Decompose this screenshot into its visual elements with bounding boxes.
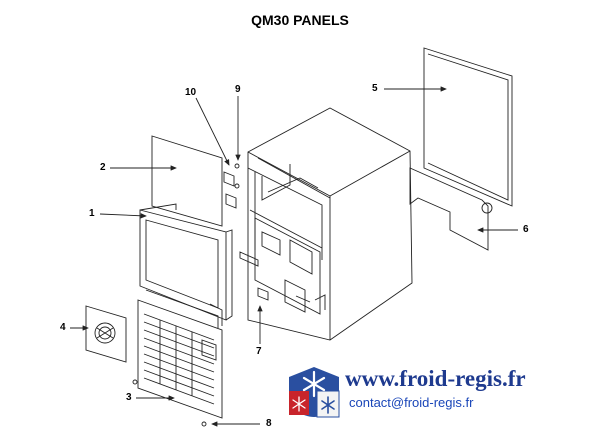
callout-6: 6 (523, 224, 529, 235)
callout-10: 10 (185, 87, 197, 98)
callout-8: 8 (266, 418, 272, 429)
air-filter (85, 305, 127, 363)
website-url: www.froid-regis.fr (345, 366, 526, 391)
contact-email: contact@froid-regis.fr (349, 395, 474, 410)
rear-panel (423, 47, 513, 207)
leader-line-1 (99, 213, 147, 219)
callout-2: 2 (100, 162, 106, 173)
callout-1: 1 (89, 208, 95, 219)
front-frame (139, 203, 233, 326)
callout-5: 5 (372, 83, 378, 94)
callout-4: 4 (60, 322, 66, 333)
hinge-parts (223, 163, 240, 209)
top-panel (151, 135, 223, 227)
froid-regis-logo (289, 367, 340, 418)
front-grille (137, 289, 223, 419)
diagram-title: QM30 PANELS (251, 12, 349, 28)
leader-line-10 (195, 97, 230, 166)
lower-rear-cover (409, 167, 493, 251)
callout-3: 3 (126, 392, 132, 403)
screws (132, 379, 207, 427)
callout-7: 7 (256, 346, 262, 357)
cabinet-body (239, 107, 413, 341)
callout-9: 9 (235, 84, 241, 95)
